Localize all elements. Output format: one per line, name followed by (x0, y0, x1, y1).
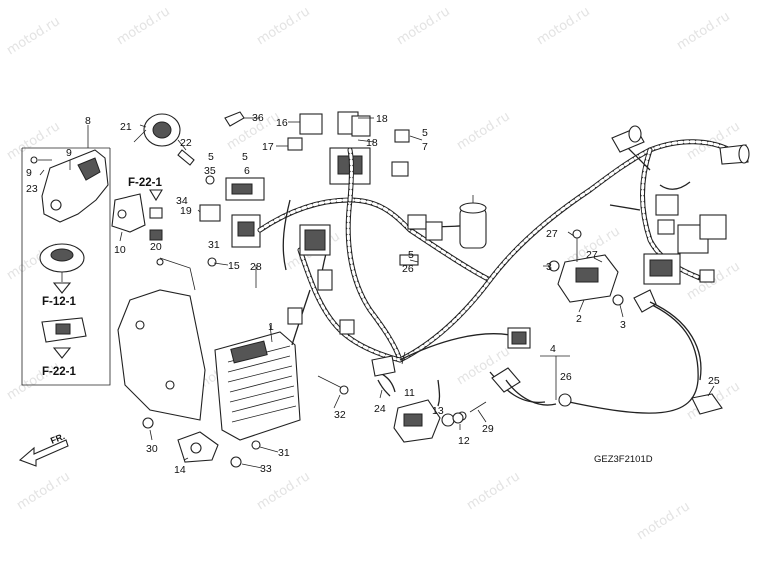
bolts (142, 111, 624, 468)
callout-number: 2 (576, 313, 582, 325)
callout-number: 28 (250, 261, 262, 273)
watermark: motod.ru (464, 469, 523, 513)
watermark: motod.ru (14, 469, 73, 513)
watermark: motod.ru (454, 109, 513, 153)
plug-caps (611, 125, 750, 165)
ht-lead (633, 289, 702, 381)
watermark: motod.ru (254, 4, 313, 48)
callout-number: 13 (432, 405, 444, 417)
callout-number: 11 (404, 387, 415, 399)
callout-number: 27 (546, 228, 558, 240)
bracket-part-10 (111, 189, 163, 241)
callout-number: 22 (180, 137, 192, 149)
hose-part-4 (491, 367, 572, 407)
main-wire-harness (257, 139, 733, 363)
callout-number: 15 (228, 260, 240, 272)
callout-number: 20 (150, 241, 162, 253)
callout-number: 18 (376, 113, 388, 125)
diagram-code: GEZ3F2101D (594, 454, 653, 465)
part-callouts: 1 2 3 3 4 5 5 5 5 6 7 8 9 9 10 11 12 13 … (26, 112, 720, 476)
callout-number: 24 (374, 403, 386, 415)
callout-number: 5 (422, 127, 428, 139)
clamp-part-14 (177, 431, 219, 463)
callout-number: 27 (586, 249, 598, 261)
callout-number: 26 (560, 371, 572, 383)
callout-number: 32 (334, 409, 346, 421)
watermark: motod.ru (114, 4, 173, 48)
callout-number: 10 (114, 244, 126, 256)
watermark: motod.ru (4, 14, 63, 58)
callout-number: 17 (262, 141, 274, 153)
capacitor (459, 195, 487, 249)
callout-number: 23 (26, 183, 38, 195)
callout-number: 4 (550, 343, 556, 355)
watermark: motod.ru (634, 499, 693, 543)
washer-part-13 (441, 412, 464, 427)
callout-number: 21 (120, 121, 132, 133)
leader-lines (39, 117, 715, 469)
callout-number: 36 (252, 112, 264, 124)
watermark: motod.ru (254, 469, 313, 513)
relays (199, 111, 410, 248)
callout-number: 3 (620, 319, 626, 331)
switch-assembly-group (21, 125, 111, 386)
reference-labels: F-22-1 F-12-1 F-22-1 (42, 177, 162, 378)
callout-number: 34 (176, 195, 188, 207)
callout-number: 25 (708, 375, 720, 387)
callout-number: 18 (366, 137, 378, 149)
horn-part-21 (139, 113, 181, 147)
reference-label: F-22-1 (42, 366, 76, 378)
ecu-module (214, 324, 301, 441)
callout-number: 35 (204, 165, 216, 177)
callout-number: 19 (180, 205, 192, 217)
callout-number: 1 (268, 321, 274, 333)
callout-number: 30 (146, 443, 158, 455)
clip-part-25 (691, 393, 723, 415)
watermark: motod.ru (394, 4, 453, 48)
sensor-part-11 (393, 399, 441, 443)
callout-number: 7 (422, 141, 428, 153)
harness-connectors (287, 194, 727, 349)
callout-number: 9 (26, 167, 32, 179)
mounting-bracket (117, 257, 206, 421)
callout-number: 31 (208, 239, 220, 251)
reference-label: F-22-1 (128, 177, 162, 189)
callout-number: 9 (66, 147, 72, 159)
callout-number: 29 (482, 423, 494, 435)
callout-number: 31 (278, 447, 290, 459)
callout-number: 5 (208, 151, 214, 163)
callout-number: 5 (242, 151, 248, 163)
connector-part-24 (371, 355, 396, 397)
callout-number: 3 (546, 261, 552, 273)
callout-number: 5 (408, 249, 414, 261)
watermark: motod.ru (534, 4, 593, 48)
callout-number: 8 (85, 115, 91, 127)
ignition-coil (557, 238, 619, 303)
watermark: motod.ru (674, 9, 733, 53)
callout-number: 16 (276, 117, 288, 129)
callout-number: 26 (402, 263, 414, 275)
callout-number: 12 (458, 435, 470, 447)
callout-number: 33 (260, 463, 272, 475)
reference-label: F-12-1 (42, 296, 76, 308)
callout-number: 6 (244, 165, 250, 177)
front-arrow: FR. (18, 431, 69, 467)
callout-number: 14 (174, 464, 186, 476)
